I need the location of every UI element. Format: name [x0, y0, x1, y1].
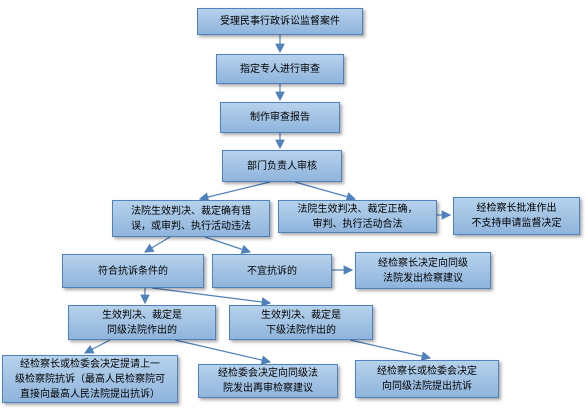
branch-lower-level-court: 生效判决、裁定是 下级法院作出的 [229, 305, 373, 340]
step-review-report: 制作审查报告 [220, 102, 340, 133]
outcome-no-support-decision: 经检察长批准作出 不支持申请监督决定 [453, 197, 580, 235]
branch-judgment-correct: 法院生效判决、裁定正确， 审判、执行活动合法 [278, 200, 437, 233]
arrow-n5-n8 [143, 236, 171, 253]
outcome-request-higher-protest: 经检察长或检委会决定提请上一 级检察院抗诉（最高人民检察院可 直接向最高人民法院… [2, 355, 178, 403]
outcome-procuratorial-suggestion: 经检察长决定向同级 法院发出检察建议 [355, 252, 491, 289]
arrow-n11-n13 [83, 339, 111, 354]
step-department-head-review: 部门负责人审核 [222, 150, 342, 182]
outcome-retrial-suggestion: 经检委会决定向同级法 院发出再审检察建议 [198, 364, 338, 398]
arrow-n5-n9 [204, 236, 252, 254]
arrow-n12-n15 [349, 339, 432, 361]
arrow-n8-n12 [151, 287, 272, 307]
outcome-file-protest: 经检察长或检委会决定 向同级法院提出抗诉 [355, 360, 499, 398]
step-receive-case: 受理民事行政诉讼监督案件 [197, 8, 363, 35]
branch-same-level-court: 生效判决、裁定是 同级法院作出的 [68, 305, 216, 340]
arrow-n11-n14 [174, 339, 272, 365]
step-assign-reviewer: 指定专人进行审查 [216, 54, 344, 84]
branch-meets-protest-criteria: 符合抗诉条件的 [62, 254, 204, 288]
branch-not-suitable-for-protest: 不宜抗诉的 [212, 254, 332, 288]
branch-judgment-wrong: 法院生效判决、裁定确有错 误，或审判、执行活动违法 [112, 200, 270, 237]
arrow-n4-n5 [198, 181, 271, 202]
arrow-n4-n6 [294, 181, 357, 202]
